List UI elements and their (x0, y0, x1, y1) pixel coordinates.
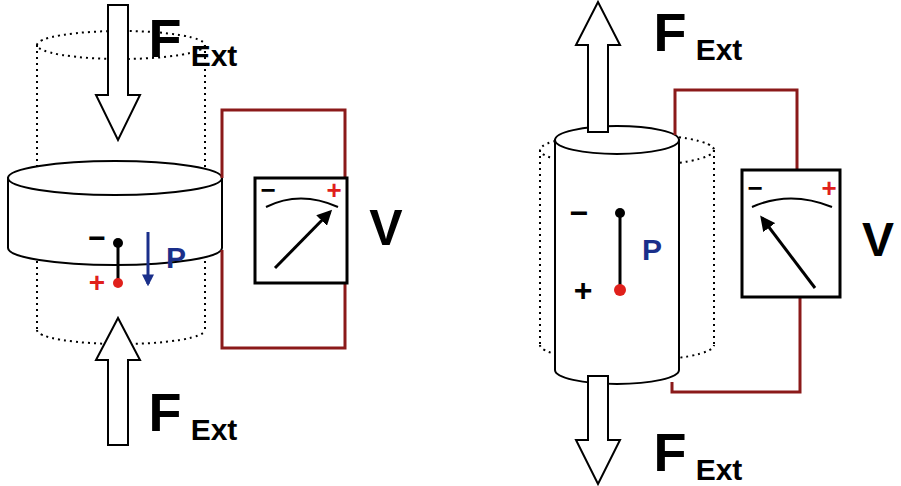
voltage-label: V (369, 203, 402, 253)
force-symbol: F (654, 5, 687, 59)
charge-sign: − (88, 223, 106, 253)
meter-sign: − (747, 175, 762, 201)
force-subscript: Ext (191, 41, 238, 71)
voltmeter (255, 178, 347, 283)
force-arrow (576, 2, 620, 484)
stretched-cylinder (555, 126, 679, 384)
charge-sign: + (574, 274, 593, 306)
voltmeter (742, 170, 840, 297)
force-symbol: F (654, 425, 687, 479)
force-symbol: F (149, 11, 182, 65)
meter-sign: + (326, 177, 341, 203)
polarization-label: P (166, 243, 186, 273)
force-symbol: F (149, 385, 182, 439)
voltage-label: V (862, 216, 894, 264)
compressed-disk (8, 161, 222, 265)
meter-sign: + (821, 175, 836, 201)
polarization-label: P (642, 235, 662, 265)
force-subscript: Ext (696, 35, 743, 65)
force-subscript: Ext (191, 415, 238, 445)
charge-sign: + (89, 269, 105, 297)
meter-sign: − (260, 177, 275, 203)
dipole (614, 208, 626, 296)
charge-sign: − (570, 197, 589, 229)
dipole (113, 232, 148, 288)
force-subscript: Ext (696, 455, 743, 485)
